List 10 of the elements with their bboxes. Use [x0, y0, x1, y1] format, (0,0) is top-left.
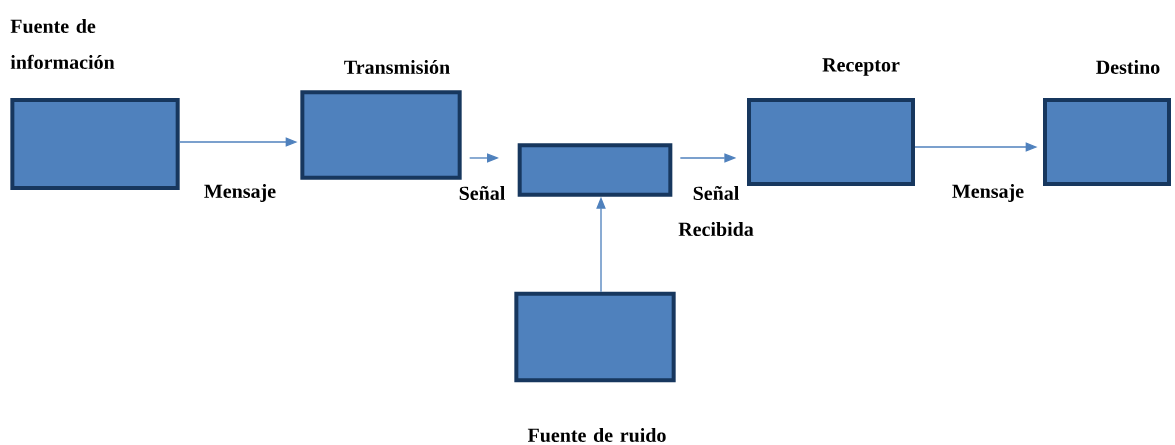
edge-label: Mensaje: [952, 183, 1024, 203]
edge-label: Señal: [459, 185, 505, 201]
box-heading: Transmisión: [344, 59, 450, 75]
box-heading: Destino: [1096, 59, 1160, 74]
process-box: [517, 143, 673, 197]
edge-label: Señal Recibida: [678, 185, 754, 237]
box-heading: Receptor: [822, 58, 900, 76]
box-heading: Fuente de ruido: [527, 427, 666, 443]
box-heading: Fuente de información: [10, 18, 115, 69]
edge-label: Mensaje: [204, 183, 276, 203]
